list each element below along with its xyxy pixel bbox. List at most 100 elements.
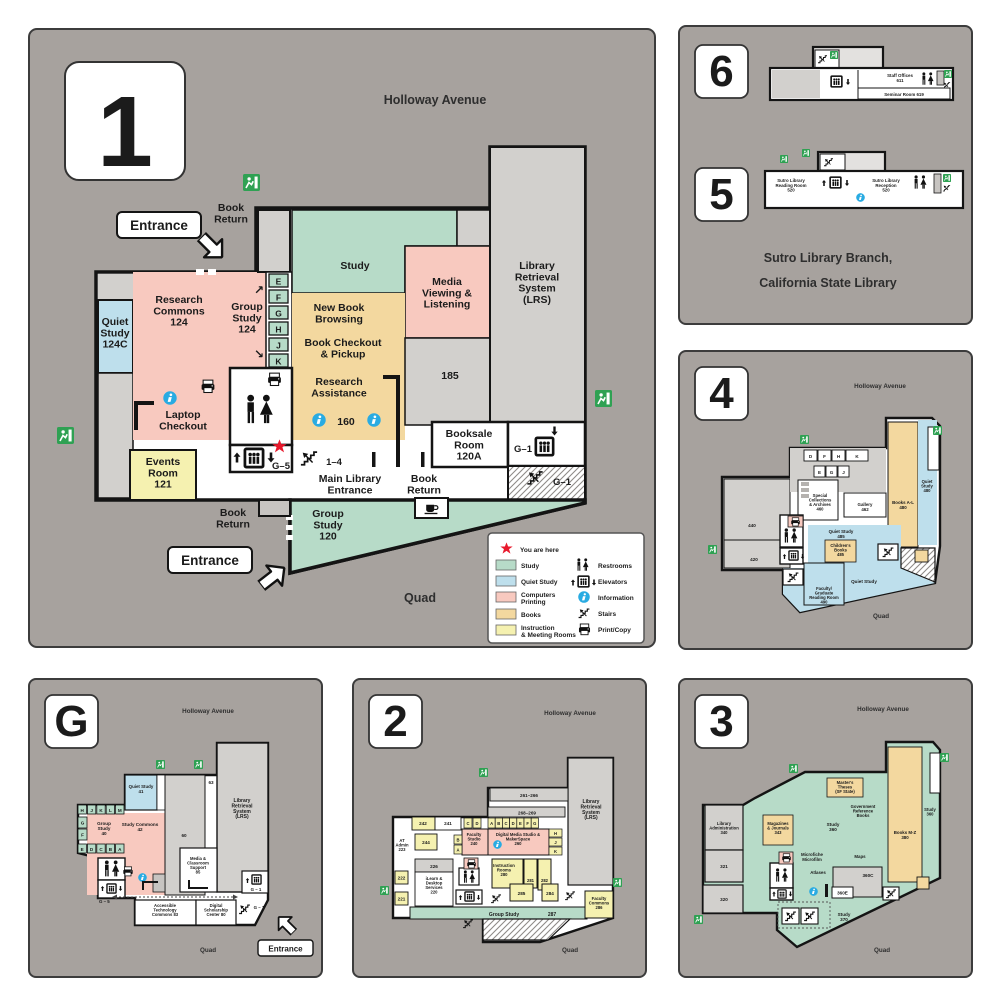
room-241	[434, 816, 462, 831]
label-287: 287	[548, 912, 557, 918]
letter-room: J	[554, 840, 557, 845]
cd-ba-letter-rooms: C D B A	[453, 817, 482, 855]
makerspace-letter-rooms: A B C D E F G	[487, 817, 539, 829]
elevators-icon	[464, 891, 475, 902]
book-return-niche	[258, 499, 291, 517]
study-letter-rooms: D F H K E G J	[803, 449, 869, 478]
label-63: 63	[208, 780, 214, 785]
label-g1-stairs: G–1	[553, 477, 572, 488]
printcopy-icon	[122, 866, 134, 877]
label-atlases: Atlases	[810, 870, 826, 875]
letter-room: C	[466, 821, 469, 826]
label-420: 420	[750, 557, 758, 562]
legend-label-books: Books	[521, 612, 541, 619]
interior-wall	[134, 401, 154, 430]
arrowhead	[233, 894, 238, 900]
room-magazines-343	[762, 814, 794, 846]
small-books-room	[916, 876, 930, 890]
room-books-services	[292, 293, 405, 440]
legend-label-quiet: Quiet Study	[521, 579, 558, 586]
letter-room: C	[504, 821, 507, 826]
notch	[929, 752, 941, 794]
sutro-caption-line2: California State Library	[759, 276, 897, 290]
room-childrens-books	[824, 539, 857, 563]
elevators-icon	[106, 883, 117, 894]
interior-wall	[188, 880, 208, 889]
information-icon	[312, 413, 326, 427]
arrow-se-icon: ↘	[254, 347, 264, 361]
rooms-268-269	[487, 806, 566, 818]
exit-sign-icon	[595, 390, 612, 407]
letter-room-j: J	[276, 341, 281, 351]
exit-sign-icon	[380, 886, 389, 895]
label-222: 222	[398, 876, 406, 881]
label-284: 284	[546, 891, 554, 896]
letter-room: A	[490, 821, 493, 826]
label-entrance-top: Entrance	[130, 218, 188, 233]
letter-room-g: G	[830, 470, 834, 475]
floor-badge-number: 3	[709, 697, 733, 746]
room-booksale-120a	[430, 420, 510, 469]
information-icon	[138, 873, 147, 882]
room-digital-media-studio	[487, 828, 550, 856]
letter-room-j: J	[842, 470, 845, 475]
floor-badge	[694, 366, 749, 421]
room-gallery-462	[843, 492, 887, 518]
information-icon	[367, 413, 381, 427]
label-stairs-1-4: 1–4	[326, 457, 343, 468]
room-library-admin-340	[704, 804, 744, 851]
letter-room: B	[456, 838, 459, 843]
room-360e	[831, 886, 854, 899]
label-281: 281	[527, 878, 535, 883]
letter-room: F	[526, 821, 529, 826]
label-241: 241	[444, 821, 452, 826]
label-g5: G–5	[272, 461, 291, 472]
door-dash	[286, 515, 293, 520]
non-public-hatched-area	[507, 465, 586, 504]
legend: You are here Study Quiet Study Computers…	[487, 532, 645, 644]
label-268-269: 268–269	[518, 811, 536, 816]
room-gray-notch	[456, 209, 491, 247]
elevators-icon	[251, 874, 262, 885]
elevators-icon	[243, 447, 265, 469]
letter-room: D	[512, 821, 515, 826]
label-282: 282	[541, 878, 549, 883]
information-icon	[809, 887, 818, 896]
room-dsc	[195, 899, 237, 926]
group-study-letter-rooms: H J K L M G F E D C B A	[77, 804, 125, 854]
exit-sign-icon	[57, 427, 74, 444]
label-244: 244	[422, 840, 430, 845]
letter-room: K	[99, 808, 103, 813]
floor-badge	[694, 44, 749, 99]
letter-room-h: H	[275, 325, 281, 335]
door-dash	[196, 269, 204, 275]
room-quiet-study-41	[124, 774, 158, 811]
exit-sign-icon	[940, 753, 949, 762]
letter-room: E	[81, 847, 84, 852]
room-group-study-120	[288, 498, 587, 576]
panel-floor-4: 4 Holloway Avenue Quad 440 420 D F H K E…	[678, 350, 973, 650]
information-icon	[493, 840, 502, 849]
label-g5: G – 5	[99, 899, 110, 904]
label-261-266: 261–266	[520, 793, 538, 798]
